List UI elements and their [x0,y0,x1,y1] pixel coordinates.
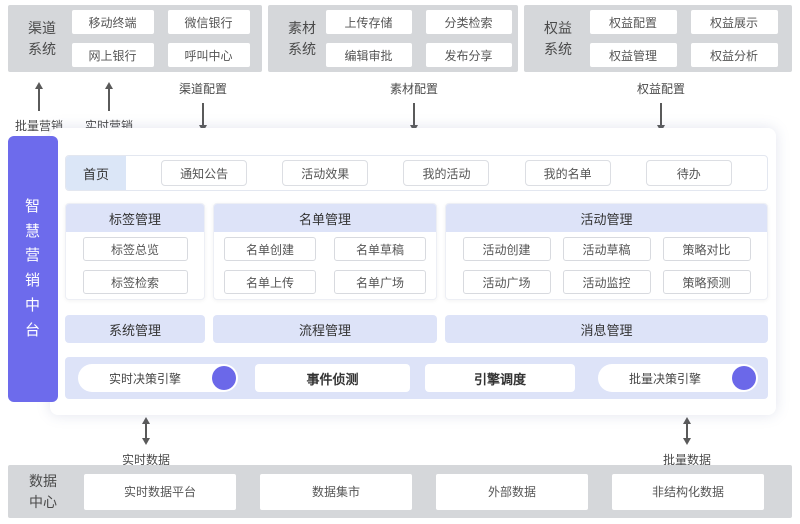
flow-channel-config: 渠道配置 [174,80,232,132]
nav-item-notices: 通知公告 [161,160,248,186]
engine-label: 批量决策引擎 [628,371,701,386]
system-item: 权益配置 [589,10,677,34]
module-tag-management: 标签管理 标签总览 标签检索 [65,203,205,300]
flow-realtime-marketing: 实时营销 [80,82,138,134]
engine-batch-decision: 批量决策引擎 [598,364,758,392]
flow-batch-data: 批量数据 [658,417,716,468]
module-body: 标签总览 标签检索 [66,232,204,299]
system-item: 移动终端 [71,10,154,34]
flow-material-config: 素材配置 [385,80,443,132]
flow-realtime-data: 实时数据 [117,417,175,468]
flow-label: 权益配置 [636,82,685,96]
channel-system-card: 渠道系统 移动终端 微信银行 网上银行 呼叫中心 [8,5,262,72]
up-arrow-icon [105,82,113,111]
data-center-item: 实时数据平台 [84,473,236,510]
rights-system-label: 权益系统 [544,20,572,57]
system-item: 分类检索 [425,10,512,34]
engine-dot-icon [732,366,756,390]
system-item: 呼叫中心 [167,43,250,67]
channel-system-label: 渠道系统 [28,20,56,57]
module-body: 名单创建 名单草稿 名单上传 名单广场 [214,232,436,299]
engine-strip: 实时决策引擎 事件侦测 引擎调度 批量决策引擎 [65,357,768,399]
platform-card: 首页 通知公告 活动效果 我的活动 我的名单 待办 标签管理 标签总览 标签检索… [50,128,776,415]
module-item: 活动广场 [462,270,551,294]
data-center-label: 数据中心 [29,473,57,510]
data-center-item: 外部数据 [436,473,588,510]
flow-label: 批量数据 [662,453,711,467]
module-header: 标签管理 [66,204,204,232]
module-header: 活动管理 [446,204,767,232]
engine-scheduling: 引擎调度 [425,364,575,392]
platform-sidebar: 智慧营销中台 [8,136,58,402]
nav-items: 通知公告 活动效果 我的活动 我的名单 待办 [126,160,767,186]
engine-dot-icon [212,366,236,390]
platform-nav-row: 首页 通知公告 活动效果 我的活动 我的名单 待办 [65,155,768,191]
system-item: 权益展示 [690,10,778,34]
module-item: 策略预测 [662,270,751,294]
nav-item-todo: 待办 [645,160,732,186]
module-item: 活动草稿 [562,237,651,261]
module-header: 名单管理 [214,204,436,232]
rights-system-items: 权益配置 权益展示 权益管理 权益分析 [575,10,792,67]
nav-item-my-lists: 我的名单 [524,160,611,186]
flow-label: 渠道配置 [178,82,227,96]
engine-event-detection: 事件侦测 [255,364,410,392]
double-arrow-icon [683,417,691,445]
material-system-items: 上传存储 分类检索 编辑审批 发布分享 [319,10,518,67]
module-item: 活动创建 [462,237,551,261]
module-item: 名单上传 [224,270,316,294]
system-item: 编辑审批 [325,43,412,67]
module-item: 名单广场 [334,270,426,294]
flow-label: 实时数据 [121,453,170,467]
channel-system-items: 移动终端 微信银行 网上银行 呼叫中心 [59,10,262,67]
up-arrow-icon [35,82,43,111]
flow-label: 批量营销 [14,119,63,133]
platform-title: 智慧营销中台 [24,197,41,339]
nav-item-my-activities: 我的活动 [403,160,490,186]
bar-message-management: 消息管理 [445,315,768,343]
module-item: 名单草稿 [334,237,426,261]
module-item: 活动监控 [562,270,651,294]
module-item: 名单创建 [224,237,316,261]
system-item: 上传存储 [325,10,412,34]
engine-realtime-decision: 实时决策引擎 [78,364,238,392]
data-center-item: 数据集市 [260,473,412,510]
material-system-card: 素材系统 上传存储 分类检索 编辑审批 发布分享 [268,5,518,72]
nav-item-effects: 活动效果 [282,160,369,186]
engine-label: 实时决策引擎 [108,371,181,386]
module-list-management: 名单管理 名单创建 名单草稿 名单上传 名单广场 [213,203,437,300]
flow-rights-config: 权益配置 [632,80,690,132]
flow-label: 素材配置 [389,82,438,96]
material-system-label: 素材系统 [288,20,316,57]
double-arrow-icon [142,417,150,445]
data-center-items: 实时数据平台 数据集市 外部数据 非结构化数据 [84,473,764,510]
data-center-item: 非结构化数据 [612,473,764,510]
tab-home: 首页 [66,156,126,190]
system-item: 发布分享 [425,43,512,67]
module-activity-management: 活动管理 活动创建 活动草稿 策略对比 活动广场 活动监控 策略预测 [445,203,768,300]
system-item: 权益分析 [690,43,778,67]
bar-system-management: 系统管理 [65,315,205,343]
flow-batch-marketing: 批量营销 [10,82,68,134]
system-item: 权益管理 [589,43,677,67]
system-item: 微信银行 [167,10,250,34]
module-body: 活动创建 活动草稿 策略对比 活动广场 活动监控 策略预测 [446,232,767,299]
data-center-card: 数据中心 实时数据平台 数据集市 外部数据 非结构化数据 [8,465,792,518]
module-item: 标签总览 [82,237,188,261]
module-item: 策略对比 [662,237,751,261]
module-item: 标签检索 [82,270,188,294]
system-item: 网上银行 [71,43,154,67]
bar-process-management: 流程管理 [213,315,437,343]
rights-system-card: 权益系统 权益配置 权益展示 权益管理 权益分析 [524,5,792,72]
